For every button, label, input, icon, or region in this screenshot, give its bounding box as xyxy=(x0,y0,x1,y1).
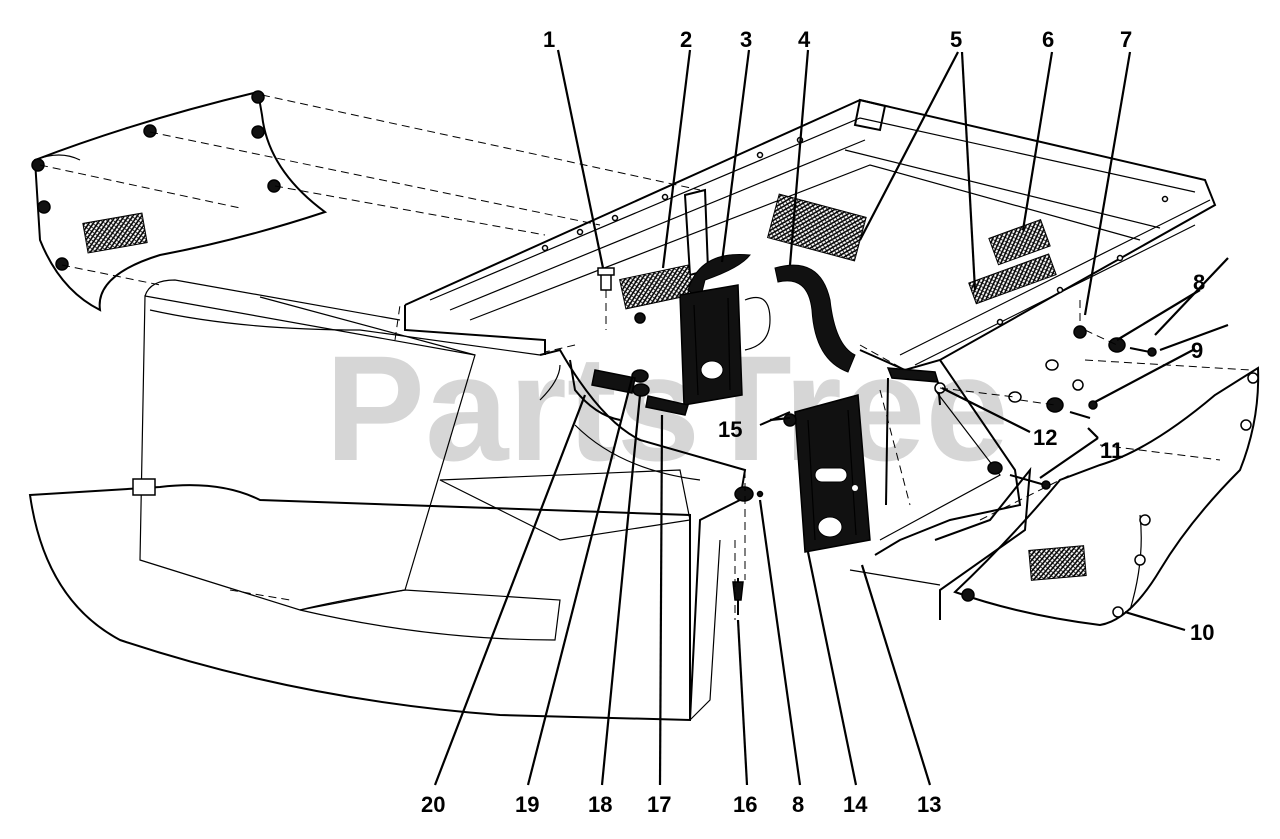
callout-7: 7 xyxy=(1120,27,1132,52)
right-side-panel xyxy=(953,366,1260,627)
callout-labels: 1 2 3 4 5 6 7 8 9 10 11 12 13 14 15 16 8… xyxy=(421,27,1214,817)
callout-12: 12 xyxy=(1033,425,1057,450)
vent-grille-right xyxy=(1028,545,1087,581)
upper-plate xyxy=(679,284,743,406)
callout-10: 10 xyxy=(1190,620,1214,645)
cover-plates xyxy=(679,284,871,553)
callout-6: 6 xyxy=(1042,27,1054,52)
callout-3: 3 xyxy=(740,27,752,52)
callout-2: 2 xyxy=(680,27,692,52)
callout-11: 11 xyxy=(1100,438,1123,463)
callout-20: 20 xyxy=(421,792,445,817)
seals xyxy=(687,253,856,373)
foam-pad-6 xyxy=(988,218,1051,266)
callout-16: 16 xyxy=(733,792,757,817)
left-side-panel xyxy=(31,90,328,312)
foam-pad-5b xyxy=(968,253,1057,305)
callout-8-top: 8 xyxy=(1193,270,1205,295)
callout-15: 15 xyxy=(718,417,742,442)
callout-1: 1 xyxy=(543,27,555,52)
seal-4 xyxy=(774,264,856,373)
callout-18: 18 xyxy=(588,792,612,817)
leader-lines xyxy=(433,49,1229,786)
callout-13: 13 xyxy=(917,792,941,817)
hardware xyxy=(539,267,1157,615)
vent-grille-left xyxy=(82,212,148,254)
callout-4: 4 xyxy=(798,27,811,52)
foam-pad-2 xyxy=(619,264,695,310)
callout-9: 9 xyxy=(1191,338,1203,363)
callout-14: 14 xyxy=(843,792,868,817)
foam-pad-5a xyxy=(766,193,867,262)
foam-pads xyxy=(619,193,1057,310)
assembly-lines xyxy=(39,94,1251,620)
callout-17: 17 xyxy=(647,792,671,817)
callout-5: 5 xyxy=(950,27,962,52)
callout-8-bottom: 8 xyxy=(792,792,804,817)
seal-3 xyxy=(687,253,751,301)
callout-19: 19 xyxy=(515,792,539,817)
